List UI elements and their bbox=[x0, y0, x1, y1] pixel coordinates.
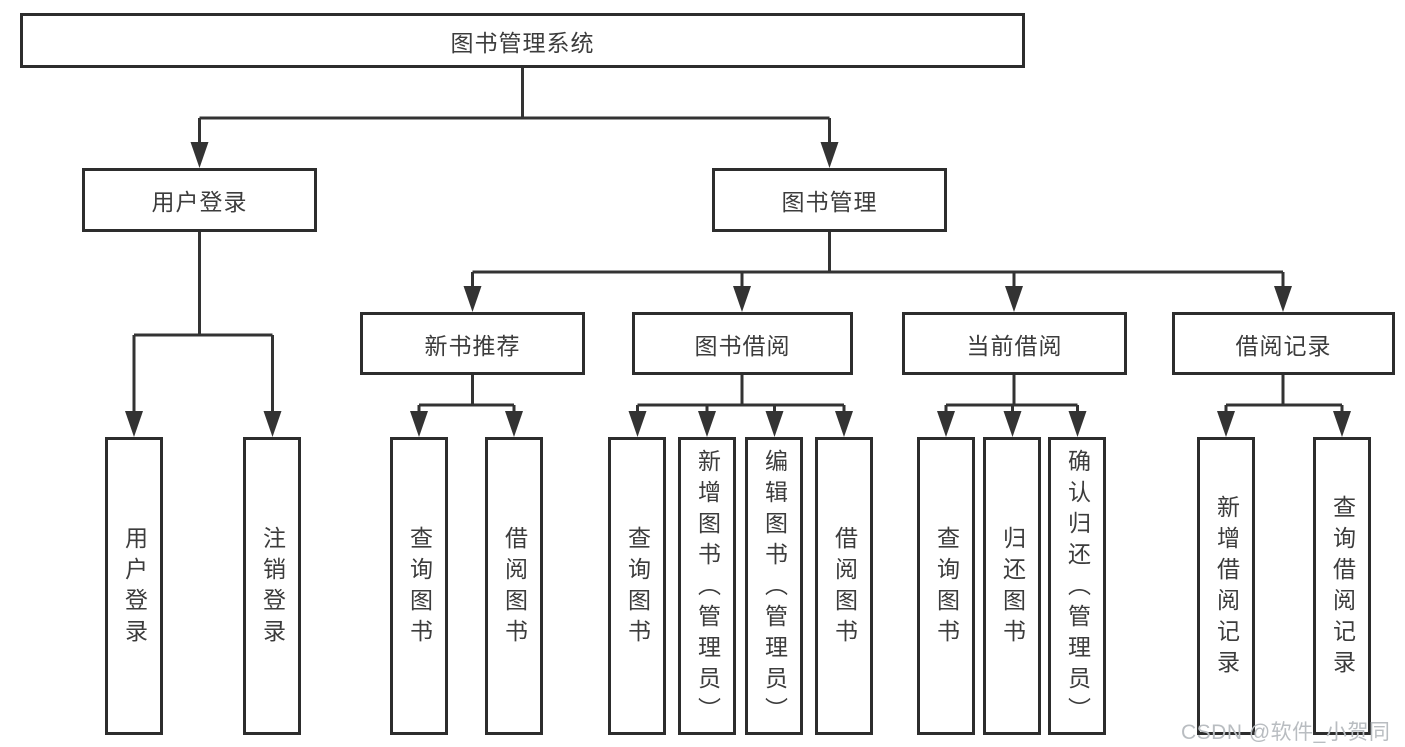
leaf-query-books-borrow: 查询图书 bbox=[608, 437, 666, 735]
leaf-user-login: 用户登录 bbox=[105, 437, 163, 735]
leaf-query-books-current: 查询图书 bbox=[917, 437, 975, 735]
leaf-query-books-newrec: 查询图书 bbox=[390, 437, 448, 735]
leaf-return-books: 归还图书 bbox=[983, 437, 1041, 735]
leaf-borrow-books-newrec: 借阅图书 bbox=[485, 437, 543, 735]
node-book-management: 图书管理 bbox=[712, 168, 947, 232]
node-current-borrowing: 当前借阅 bbox=[902, 312, 1127, 375]
leaf-query-borrow-record: 查询借阅记录 bbox=[1313, 437, 1371, 735]
leaf-borrow-books-borrow: 借阅图书 bbox=[815, 437, 873, 735]
arrowheads bbox=[125, 142, 1351, 437]
node-book-borrowing: 图书借阅 bbox=[632, 312, 853, 375]
node-borrow-records: 借阅记录 bbox=[1172, 312, 1395, 375]
leaf-add-books-admin: 新增图书（管理员） bbox=[678, 437, 736, 735]
watermark: CSDN @软件_小贺同学 bbox=[1181, 721, 1391, 744]
node-new-book-recommend: 新书推荐 bbox=[360, 312, 585, 375]
leaf-edit-books-admin: 编辑图书（管理员） bbox=[745, 437, 803, 735]
node-root: 图书管理系统 bbox=[20, 13, 1025, 68]
leaf-logout: 注销登录 bbox=[243, 437, 301, 735]
leaf-confirm-return-admin: 确认归还（管理员） bbox=[1048, 437, 1106, 735]
leaf-add-borrow-record: 新增借阅记录 bbox=[1197, 437, 1255, 735]
node-user-login-group: 用户登录 bbox=[82, 168, 317, 232]
tree-edges bbox=[132, 68, 1344, 413]
